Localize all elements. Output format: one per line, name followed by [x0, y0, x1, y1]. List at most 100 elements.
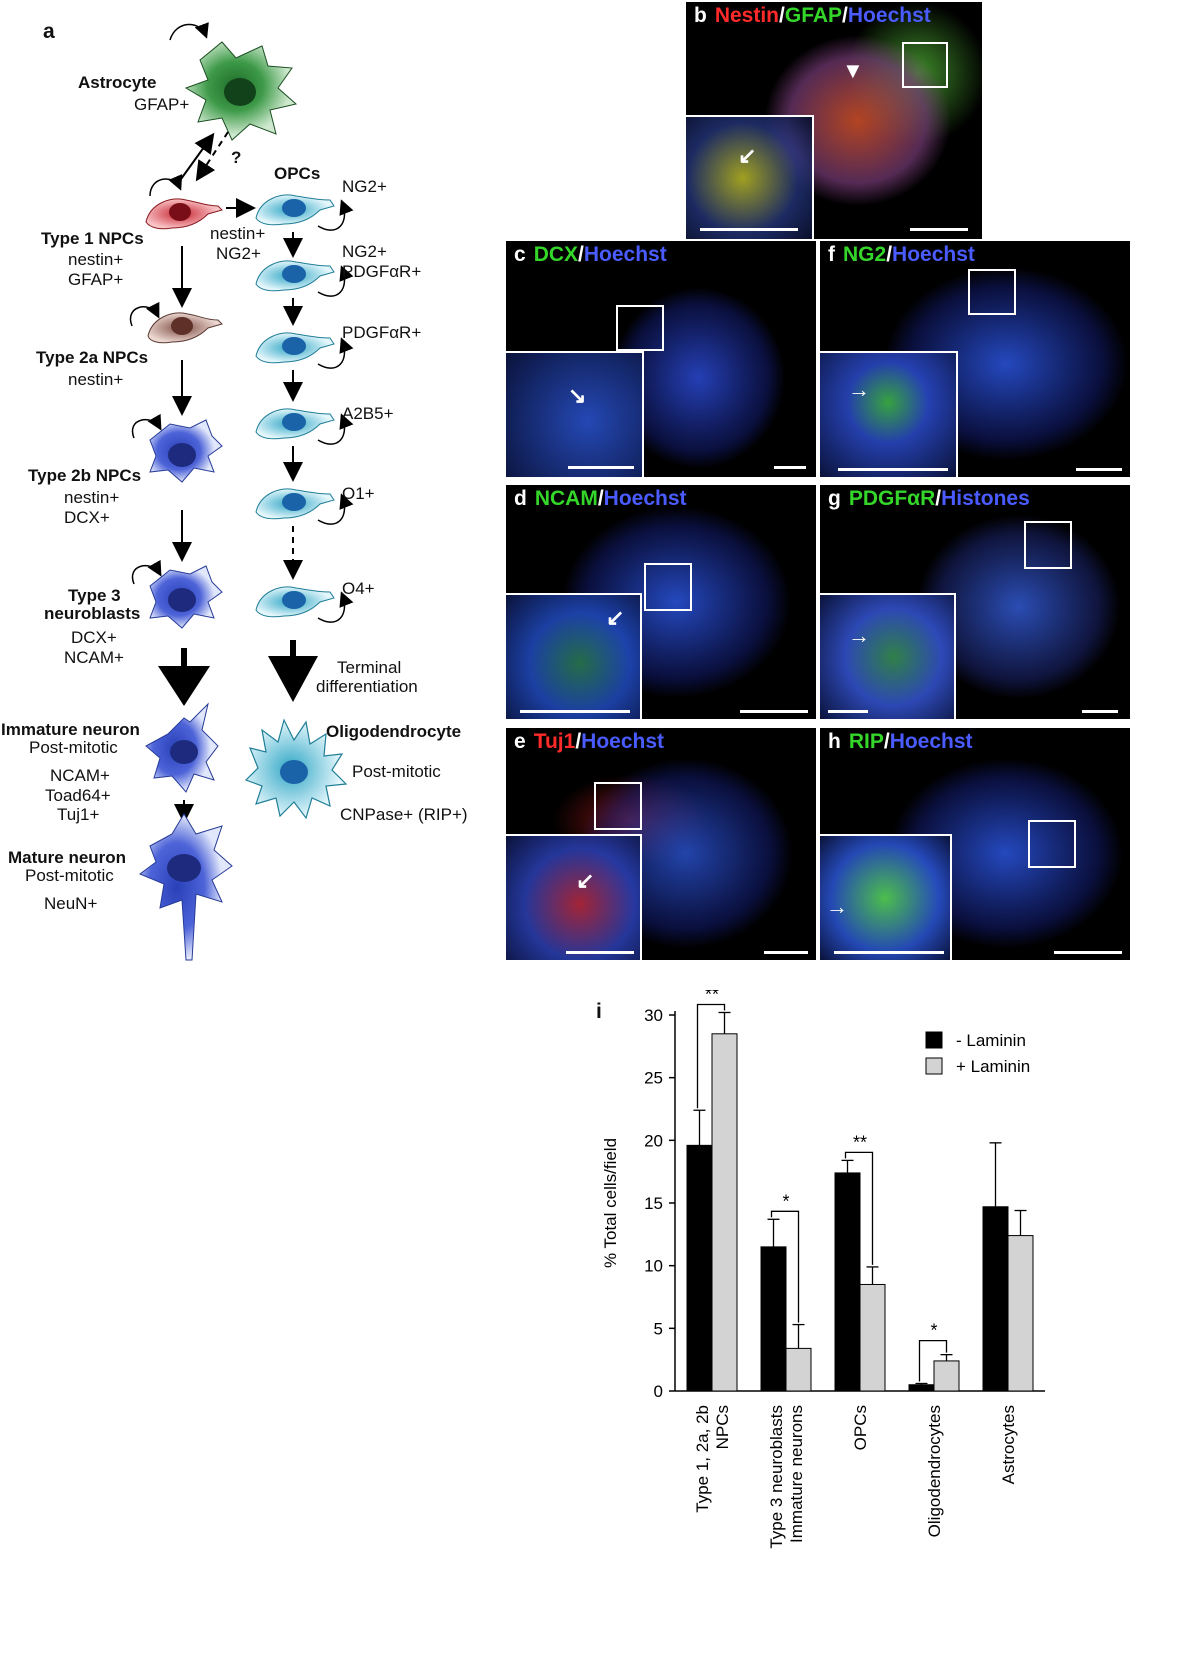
micrograph-h-letter: h: [828, 730, 841, 753]
x-category-label: Oligodendrocytes: [925, 1405, 944, 1537]
micrograph-h: h RIP/Hoechst →: [820, 728, 1130, 960]
x-category-label: Immature neurons: [787, 1405, 806, 1543]
oligodendrocyte-state: Post-mitotic: [352, 762, 441, 781]
astrocyte-cell: [184, 41, 298, 141]
astrocyte-marker: GFAP+: [134, 95, 190, 114]
micrograph-c-letter: c: [514, 243, 526, 266]
x-category-label: Type 1, 2a, 2b: [693, 1405, 712, 1513]
x-category-label: NPCs: [713, 1405, 732, 1449]
opc-entry-marker-1: nestin+: [210, 224, 266, 243]
micrograph-g-inset-scalebar: [828, 710, 868, 713]
micrograph-d-stain-label: NCAM/Hoechst: [535, 487, 687, 510]
opc-entry-marker-2: NG2+: [216, 244, 261, 263]
micrograph-h-inset-scalebar: [834, 951, 944, 954]
micrograph-g-zoom-box: [1024, 521, 1072, 569]
micrograph-e: e Tuj1/Hoechst ↙: [506, 728, 816, 960]
micrograph-h-stain-label: RIP/Hoechst: [849, 730, 973, 753]
type2b-marker-2: DCX+: [64, 508, 110, 527]
micrograph-d-inset-scalebar: [520, 710, 630, 713]
oligodendrocyte-cell: [244, 718, 348, 820]
stain-label-part: /: [575, 730, 582, 753]
micrograph-c-scalebar: [774, 466, 806, 469]
micrograph-e-inset-scalebar: [566, 951, 634, 954]
micrograph-h-zoom-box: [1028, 820, 1076, 868]
micrograph-h-title: h RIP/Hoechst: [828, 730, 973, 754]
micrograph-e-letter: e: [514, 730, 526, 753]
bar: [785, 1347, 812, 1392]
stain-label-part: RIP: [848, 730, 884, 753]
micrograph-b-inset-scalebar: [700, 228, 798, 231]
type2b-label: Type 2b NPCs: [28, 466, 142, 485]
micrograph-d-inset: ↙: [506, 593, 642, 719]
opc-stage-o4: O4+: [342, 579, 375, 598]
stain-label-part: /: [578, 243, 584, 266]
type1-npc-cell: [145, 198, 223, 230]
micrograph-c-inset-scalebar: [568, 466, 634, 469]
stain-label-part: GFAP: [784, 4, 843, 27]
mature-neuron-state: Post-mitotic: [25, 866, 114, 885]
micrograph-g-inset: →: [820, 593, 956, 719]
significance-bracket: [770, 1210, 800, 1323]
bar: [1007, 1235, 1034, 1392]
bar: [982, 1206, 1009, 1392]
micrograph-e-inset-arrow: ↙: [576, 868, 595, 893]
legend-swatch: [925, 1031, 943, 1049]
micrograph-b-scalebar: [910, 228, 968, 231]
micrograph-e-zoom-box: [594, 782, 642, 830]
micrograph-c-zoom-box: [616, 305, 664, 351]
y-tick-label: 20: [644, 1131, 663, 1150]
mature-neuron-label: Mature neuron: [8, 848, 127, 867]
y-axis-label: % Total cells/field: [601, 1138, 620, 1268]
type1-label: Type 1 NPCs: [41, 229, 144, 248]
type3-label-1: Type 3: [68, 586, 121, 605]
stain-label-part: PDGFαR: [848, 487, 936, 510]
opc-stage-ng2: NG2+: [342, 177, 387, 196]
micrograph-g-stain-label: PDGFαR/Histones: [849, 487, 1030, 510]
stain-label-part: NCAM: [534, 487, 598, 510]
lineage-diagram: [129, 22, 354, 961]
micrograph-b-inset-arrow: ↙: [738, 143, 757, 168]
panel-i-letter: i: [596, 1000, 602, 1023]
stain-label-part: Hoechst: [892, 243, 975, 266]
terminal-label-1: Terminal: [337, 658, 402, 677]
significance-label: **: [853, 1132, 867, 1152]
panel-a: a: [0, 0, 500, 970]
micrograph-d-inset-arrow: ↙: [606, 605, 625, 630]
type2a-marker-1: nestin+: [68, 370, 124, 389]
stain-label-part: /: [935, 487, 942, 510]
micrograph-e-stain-label: Tuj1/Hoechst: [534, 730, 664, 753]
micrograph-e-title: e Tuj1/Hoechst: [514, 730, 664, 754]
opc-stage-pdgfar-b: PDGFαR+: [342, 323, 422, 342]
significance-bracket: [844, 1151, 874, 1265]
x-category-label: Astrocytes: [999, 1405, 1018, 1484]
type2a-label: Type 2a NPCs: [36, 348, 149, 367]
mature-marker-1: NeuN+: [44, 894, 98, 913]
micrograph-h-inset: →: [820, 834, 952, 960]
micrograph-f-inset-scalebar: [838, 468, 948, 471]
type1-marker-2: GFAP+: [68, 270, 124, 289]
micrograph-b-stain-label: Nestin/GFAP/Hoechst: [715, 4, 931, 27]
y-tick-label: 30: [644, 1006, 663, 1025]
type3-label-2: neuroblasts: [44, 604, 141, 623]
micrograph-b-arrowhead: ▼: [842, 58, 864, 83]
x-category-label: Type 3 neuroblasts: [767, 1405, 786, 1549]
micrograph-g-inset-arrow: →: [848, 623, 870, 648]
micrograph-f-inset: →: [820, 351, 958, 477]
micrograph-d-scalebar: [740, 710, 808, 713]
opc-title: OPCs: [274, 164, 321, 183]
stain-label-part: Nestin: [714, 4, 780, 27]
panel-a-letter: a: [43, 20, 55, 43]
stain-label-part: /: [886, 243, 893, 266]
stain-label-part: Tuj1: [533, 730, 576, 753]
micrograph-f-stain-label: NG2/Hoechst: [843, 243, 975, 266]
micrograph-e-scalebar: [764, 951, 808, 954]
micrograph-f-scalebar: [1076, 468, 1122, 471]
micrograph-g-scalebar: [1082, 710, 1118, 713]
terminal-label-2: differentiation: [316, 677, 418, 696]
